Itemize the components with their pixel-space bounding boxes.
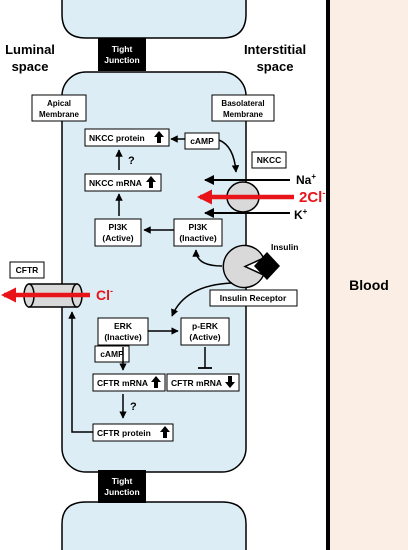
chloride-label: 2Cl- (299, 188, 325, 206)
blood-label: Blood (349, 277, 389, 293)
basolateral-membrane-line1: Basolateral (221, 99, 264, 108)
cftr-mrna-up-label: CFTR mRNA (97, 378, 148, 388)
upper-cell (61, 0, 247, 39)
tight-junction-bottom-line1: Tight (112, 476, 133, 486)
nkcc-mrna-box (84, 173, 162, 192)
nkcc-protein-up-arrow-icon (154, 131, 164, 143)
insulin-label: Insulin (271, 242, 298, 252)
pi3k-inactive-line1: PI3K (189, 222, 209, 232)
camp-top-label: cAMP (190, 136, 214, 146)
insulin-receptor-shape (222, 244, 265, 289)
nkcc-protein-box (84, 128, 170, 147)
potassium-label: K+ (294, 207, 308, 222)
tight-junction-top (98, 38, 146, 71)
perk-active-line1: p-ERK (192, 321, 219, 331)
apical-membrane-line1: Apical (47, 99, 71, 108)
receptor-to-erk-arrow (171, 282, 233, 317)
luminal-space-line2: space (12, 59, 49, 74)
pi3k-inactive-line2: (Inactive) (179, 233, 216, 243)
cftr-question-mark: ? (130, 401, 137, 413)
interstitial-space-line1: Interstitial (244, 42, 306, 57)
insulin-receptor-label: Insulin Receptor (220, 293, 287, 303)
lower-cell (61, 501, 247, 550)
nkcc-protein-label: NKCC protein (89, 133, 145, 143)
cftr-mrna-down-arrow-icon (225, 376, 235, 388)
camp-top-box (184, 132, 220, 150)
cftr-protein-to-channel-arrow (68, 311, 93, 433)
camp-left-label: cAMP (100, 349, 124, 359)
interstitial-space-line2: space (257, 59, 294, 74)
insulin-receptor-box (209, 289, 298, 307)
receptor-to-pi3k-arrow (192, 249, 223, 267)
nkcc-mrna-label: NKCC mRNA (89, 178, 142, 188)
camp-left-box (94, 345, 130, 363)
tight-junction-top-line2: Junction (104, 55, 139, 65)
tight-junction-bottom (98, 470, 146, 503)
tight-junction-top-line1: Tight (112, 44, 133, 54)
basolateral-membrane-box (211, 94, 275, 122)
insulin-molecule-icon (254, 252, 280, 280)
pi3k-inactive-box (173, 218, 223, 247)
nkcc-label-box (251, 151, 287, 169)
erk-inactive-line1: ERK (114, 321, 133, 331)
cftr-chloride-label: Cl- (96, 286, 113, 303)
erk-inactive-line2: (Inactive) (104, 332, 141, 342)
camp-to-nkcc-transporter-arrow (218, 139, 240, 173)
perk-active-line2: (Active) (189, 332, 220, 342)
nkcc-question-mark: ? (128, 155, 135, 167)
cftr-protein-label: CFTR protein (97, 428, 151, 438)
apical-membrane-box (31, 94, 87, 122)
cftr-protein-up-arrow-icon (160, 426, 170, 438)
cftr-label: CFTR (16, 265, 39, 275)
pi3k-active-line1: PI3K (109, 222, 129, 232)
pi3k-active-line2: (Active) (102, 233, 133, 243)
nkcc-mrna-up-arrow-icon (146, 176, 156, 188)
perk-active-box (180, 317, 230, 346)
cftr-label-box (9, 261, 45, 279)
apical-membrane-line2: Membrane (39, 110, 80, 119)
cftr-mrna-down-label: CFTR mRNA (171, 378, 222, 388)
basolateral-membrane-line2: Membrane (223, 110, 264, 119)
blood-region (329, 0, 408, 550)
tight-junction-bottom-line2: Junction (104, 487, 139, 497)
luminal-space-line1: Luminal (5, 42, 55, 57)
cftr-mrna-up-arrow-icon (151, 376, 161, 388)
nkcc-label: NKCC (257, 155, 282, 165)
cftr-protein-box (92, 423, 174, 442)
sodium-label: Na+ (296, 172, 316, 187)
cftr-mrna-down-box (166, 373, 240, 392)
cftr-mrna-up-box (92, 373, 166, 392)
pi3k-active-box (94, 218, 142, 247)
